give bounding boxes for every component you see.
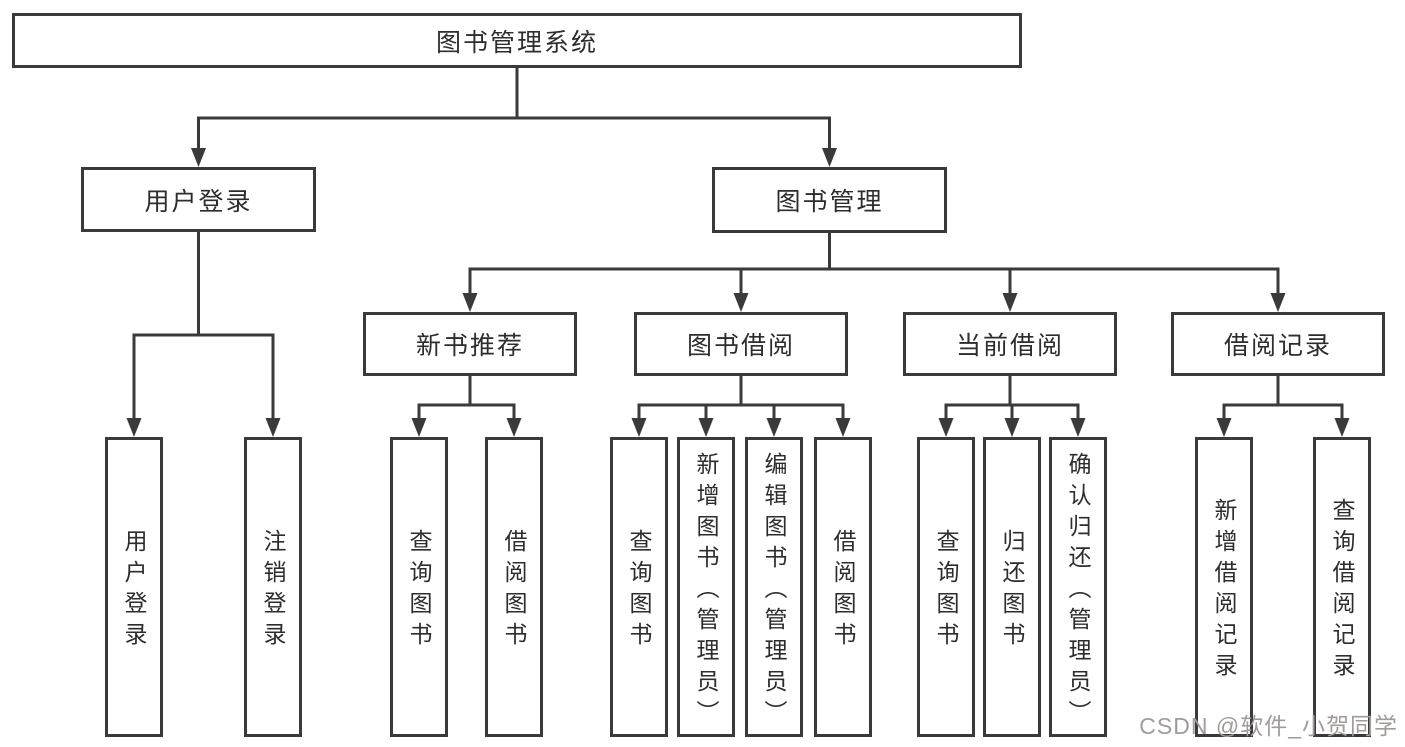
arrowhead-icon (1270, 293, 1286, 312)
arrowhead-icon (1216, 418, 1232, 437)
node-bor: 图书借阅 (634, 312, 848, 376)
arrowhead-icon (733, 293, 749, 312)
arrowhead-icon (265, 418, 281, 437)
node-bor1: 查询图书 (610, 437, 668, 737)
arrowhead-icon (1334, 418, 1350, 437)
watermark: CSDN @软件_小贺同学 (1139, 713, 1398, 739)
node-cur1: 查询图书 (917, 437, 975, 737)
node-hist2: 查询借阅记录 (1313, 437, 1371, 737)
arrowhead-icon (191, 148, 206, 167)
arrowhead-icon (506, 418, 522, 437)
node-recnew1: 查询图书 (390, 437, 448, 737)
node-recnew: 新书推荐 (363, 312, 577, 376)
arrowhead-icon (698, 418, 714, 437)
node-cur2: 归还图书 (983, 437, 1041, 737)
arrowhead-icon (631, 418, 647, 437)
node-login1: 用户登录 (105, 437, 163, 737)
node-cur3: 确认归还（管理员） (1049, 437, 1107, 737)
node-root: 图书管理系统 (12, 13, 1022, 68)
arrowhead-icon (835, 418, 851, 437)
node-bor2: 新增图书（管理员） (677, 437, 735, 737)
arrowhead-icon (822, 148, 837, 167)
node-recnew2: 借阅图书 (485, 437, 543, 737)
node-login: 用户登录 (81, 167, 316, 232)
node-bor3: 编辑图书（管理员） (745, 437, 803, 737)
arrowhead-icon (938, 418, 954, 437)
arrowhead-icon (462, 293, 478, 312)
node-hist: 借阅记录 (1171, 312, 1385, 376)
node-login2: 注销登录 (244, 437, 302, 737)
node-bor4: 借阅图书 (814, 437, 872, 737)
arrowhead-icon (1070, 418, 1086, 437)
arrowhead-icon (1002, 293, 1018, 312)
arrowhead-icon (1004, 418, 1020, 437)
arrowhead-icon (766, 418, 782, 437)
node-mgmt: 图书管理 (712, 167, 947, 233)
node-hist1: 新增借阅记录 (1195, 437, 1253, 737)
arrowhead-icon (126, 418, 142, 437)
node-cur: 当前借阅 (903, 312, 1117, 376)
arrowhead-icon (411, 418, 427, 437)
